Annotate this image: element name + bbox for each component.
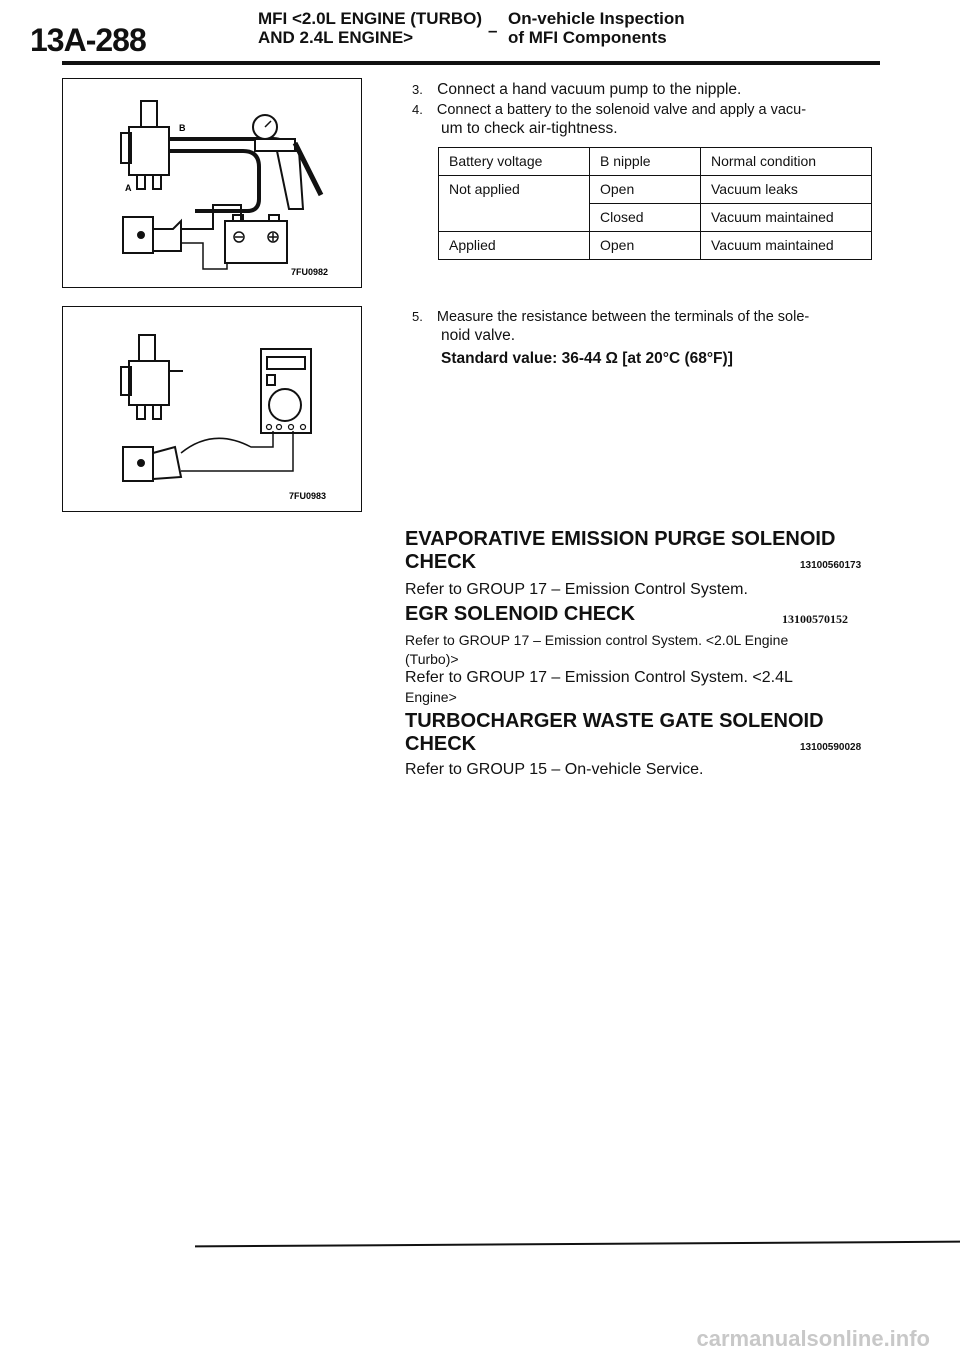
turbo-title-line2: CHECK [405,733,477,755]
step-3-text: Connect a hand vacuum pump to the nipple… [437,81,742,98]
table-header-row: Battery voltage B nipple Normal conditio… [438,147,872,176]
evap-title-line2: CHECK [405,551,477,573]
label-b: B [179,123,186,133]
step-4: 4. Connect a battery to the solenoid val… [412,100,806,120]
label-a: A [125,183,132,193]
egr-reference-2-line1: Refer to GROUP 17 – Emission Control Sys… [405,669,793,686]
egr-code: 13100570152 [782,612,848,626]
egr-title: EGR SOLENOID CHECK [405,603,636,625]
turbo-reference: Refer to GROUP 15 – On-vehicle Service. [405,761,704,778]
table-cell: Closed [589,203,701,232]
table-cell: Open [589,175,701,204]
step-5-line2: noid valve. [441,327,516,344]
egr-reference-2-line2: Engine> [405,689,457,705]
step-5-number: 5. [412,309,423,324]
turbo-code: 13100590028 [800,742,862,753]
table-cell: Vacuum maintained [700,231,872,260]
watermark: carmanualsonline.info [696,1326,931,1351]
egr-reference-1-line2: (Turbo)> [405,651,459,667]
table-cell: Vacuum leaks [700,175,872,204]
header-section-line2: AND 2.4L ENGINE> [258,28,414,47]
table-cell: Vacuum maintained [700,203,872,232]
table-cell: Open [589,231,701,260]
table-row: Closed Vacuum maintained [438,203,872,232]
table-cell [438,203,590,232]
turbo-title-line1: TURBOCHARGER WASTE GATE SOLENOID [405,710,824,732]
table-row: Applied Open Vacuum maintained [438,231,872,260]
standard-value: Standard value: 36-44 Ω [at 20°C (68°F)] [441,350,733,367]
table-cell: Not applied [438,175,590,204]
step-4-line2: um to check air-tightness. [441,120,618,137]
figure-code-1: 7FU0982 [291,267,328,277]
step-5: 5. Measure the resistance between the te… [412,307,809,327]
table-header-cell: B nipple [589,147,701,176]
step-5-line1: Measure the resistance between the termi… [436,309,810,325]
page-number: 13A-288 [30,22,147,58]
step-3: 3. Connect a hand vacuum pump to the nip… [412,80,741,99]
figure-code-2: 7FU0983 [289,491,326,501]
evap-code: 13100560173 [800,560,862,571]
figure-resistance-test: 7FU0983 [62,306,362,512]
step-3-number: 3. [412,82,423,97]
header-section-line1: MFI <2.0L ENGINE (TURBO) [258,9,483,28]
table-header-cell: Battery voltage [438,147,590,176]
header-topic-line2: of MFI Components [508,28,667,47]
table-header-cell: Normal condition [700,147,872,176]
header-rule [62,61,880,65]
egr-reference-1-line1: Refer to GROUP 17 – Emission control Sys… [405,632,789,648]
header-dash: – [488,21,498,40]
evap-title-line1: EVAPORATIVE EMISSION PURGE SOLENOID [405,528,836,550]
step-4-number: 4. [412,102,423,117]
resistance-test-illustration: 7FU0983 [120,334,326,501]
table-row: Not applied Open Vacuum leaks [438,175,872,204]
header-topic-line1: On-vehicle Inspection [508,9,685,28]
table-cell: Applied [438,231,590,260]
step-4-line1: Connect a battery to the solenoid valve … [436,102,807,118]
air-tightness-table: Battery voltage B nipple Normal conditio… [438,147,872,260]
footer-rule [195,1240,960,1248]
evap-reference: Refer to GROUP 17 – Emission Control Sys… [405,581,748,598]
vacuum-test-illustration: B A 7FU0982 [120,100,328,277]
figure-vacuum-test: B A 7FU0982 [62,78,362,288]
